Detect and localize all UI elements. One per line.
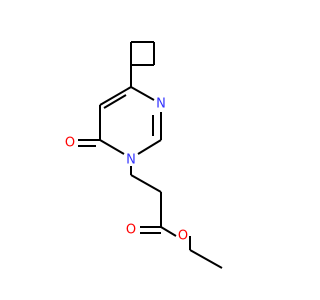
bond	[99, 86, 132, 106]
ester-carbonyl-oxygen-label: O	[126, 223, 136, 238]
bond	[160, 226, 177, 237]
molecule-structure: N N O O O	[65, 41, 223, 269]
bond	[130, 174, 162, 193]
bond	[189, 249, 223, 269]
cyclobutyl-ring	[130, 41, 155, 66]
ring-nitrogen-n1-label: N	[126, 153, 136, 168]
bond	[130, 86, 155, 101]
ester-ether-oxygen-label: O	[178, 229, 188, 244]
pyrimidinone-ring	[99, 86, 162, 155]
carbonyl-oxygen-label: O	[65, 136, 75, 151]
bond	[99, 139, 125, 155]
ring-nitrogen-n3-label: N	[156, 97, 166, 112]
bond	[137, 139, 162, 155]
bond	[103, 94, 127, 109]
